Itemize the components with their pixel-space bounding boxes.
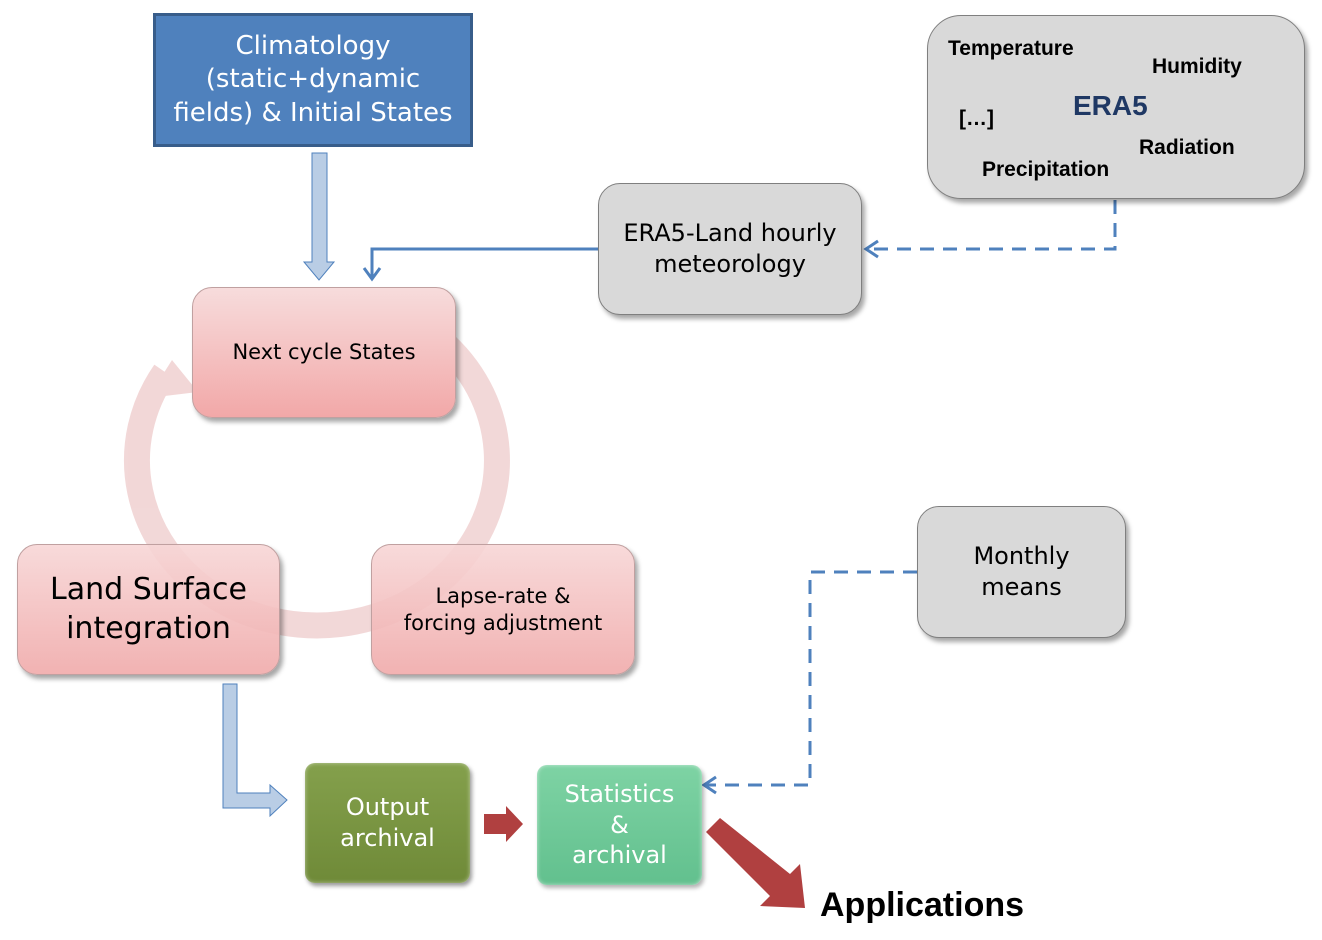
- output-line-1: Output: [345, 793, 430, 822]
- land-surface-line-2: integration: [66, 610, 231, 646]
- lapse-rate-line-2: forcing adjustment: [403, 610, 603, 635]
- climatology-line-2: (static+dynamic: [205, 64, 421, 95]
- era5-land-line-1: ERA5-Land hourly: [623, 219, 837, 248]
- era5-variable-temperature: Temperature: [948, 37, 1074, 60]
- statistics-line-2: &: [610, 810, 629, 839]
- cycle-arrow: [123, 330, 510, 639]
- connector-era5-to-era5land: [868, 200, 1117, 251]
- era5-variable-precipitation: Precipitation: [982, 158, 1110, 181]
- lapse-rate-line-1: Lapse-rate &: [435, 583, 571, 608]
- era5-title: ERA5: [1073, 90, 1148, 121]
- era5-variable-radiation: Radiation: [1139, 136, 1235, 159]
- connector-monthly-to-statistics: [706, 570, 917, 787]
- output-line-2: archival: [340, 824, 435, 852]
- land-surface-integration-box: Land Surface integration: [17, 544, 280, 675]
- applications-label: Applications: [820, 886, 1025, 924]
- era5-box: Temperature Humidity […] Radiation Preci…: [927, 15, 1305, 199]
- block-arrow-elbow: [222, 683, 288, 818]
- climatology-line-1: Climatology: [235, 31, 391, 62]
- climatology-line-3: fields) & Initial States: [173, 97, 453, 128]
- era5-variable-humidity: Humidity: [1152, 55, 1242, 78]
- land-surface-line-1: Land Surface: [50, 572, 247, 608]
- era5-land-box: ERA5-Land hourly meteorology: [598, 183, 862, 315]
- statistics-line-3: archival: [572, 841, 667, 870]
- red-arrow-to-applications: [706, 818, 805, 908]
- next-cycle-label: Next cycle States: [232, 340, 416, 365]
- connector-era5land-to-nextcycle: [370, 247, 598, 278]
- red-arrow-output-to-statistics: [484, 806, 523, 842]
- climatology-box: Climatology (static+dynamic fields) & In…: [153, 13, 473, 147]
- output-archival-box: Output archival: [305, 763, 470, 883]
- statistics-line-1: Statistics: [564, 779, 675, 808]
- era5-land-line-2: meteorology: [654, 250, 806, 278]
- era5-variable-ellipsis: […]: [959, 107, 994, 130]
- next-cycle-states-box: Next cycle States: [192, 287, 456, 418]
- block-arrow-down: [302, 152, 336, 281]
- monthly-line-1: Monthly: [973, 542, 1070, 571]
- monthly-means-box: Monthly means: [917, 506, 1126, 638]
- statistics-archival-box: Statistics & archival: [537, 765, 702, 885]
- lapse-rate-box: Lapse-rate & forcing adjustment: [371, 544, 635, 675]
- monthly-line-2: means: [981, 573, 1062, 601]
